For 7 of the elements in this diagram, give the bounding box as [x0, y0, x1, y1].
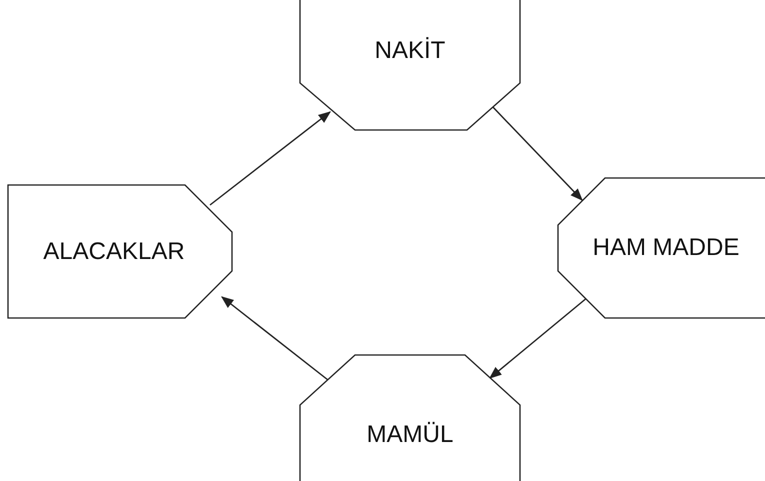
node-label: ALACAKLAR	[43, 238, 185, 266]
node-label: HAM MADDE	[592, 234, 740, 262]
arrow	[489, 296, 588, 379]
node-label: MAMÜL	[366, 421, 454, 449]
arrow	[221, 296, 328, 381]
node-label: NAKİT	[374, 37, 446, 65]
arrow	[210, 111, 331, 206]
